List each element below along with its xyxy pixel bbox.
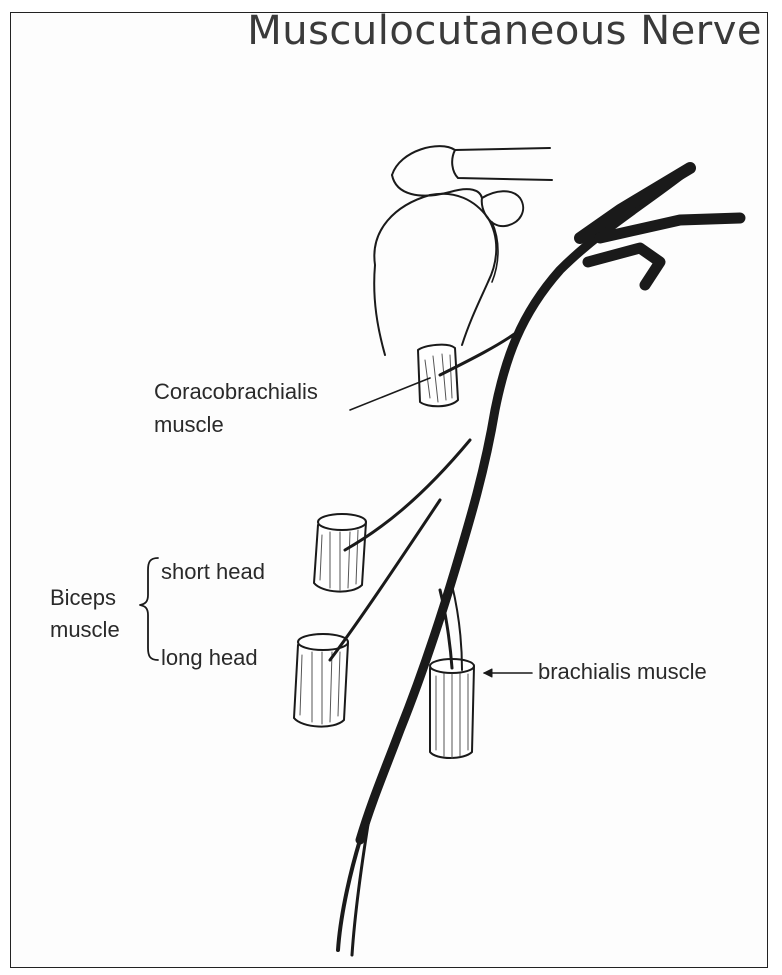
humerus-outline xyxy=(374,194,496,355)
brachialis-branch-2 xyxy=(452,585,462,670)
label-short-head: short head xyxy=(161,558,265,586)
label-biceps-line2: muscle xyxy=(50,616,120,644)
label-coracobrachialis-line1: Coracobrachialis xyxy=(154,378,318,406)
coracobrachialis-leader xyxy=(350,378,430,410)
brachialis-arrowhead xyxy=(484,669,492,677)
label-coracobrachialis-line2: muscle xyxy=(154,411,224,439)
label-biceps-line1: Biceps xyxy=(50,584,116,612)
coracoid-outline xyxy=(482,191,523,226)
label-brachialis: brachialis muscle xyxy=(538,658,707,686)
plexus-lower-branch xyxy=(588,248,660,285)
biceps-brace xyxy=(140,558,158,660)
clavicle-outline xyxy=(392,146,552,180)
label-long-head: long head xyxy=(161,644,258,672)
